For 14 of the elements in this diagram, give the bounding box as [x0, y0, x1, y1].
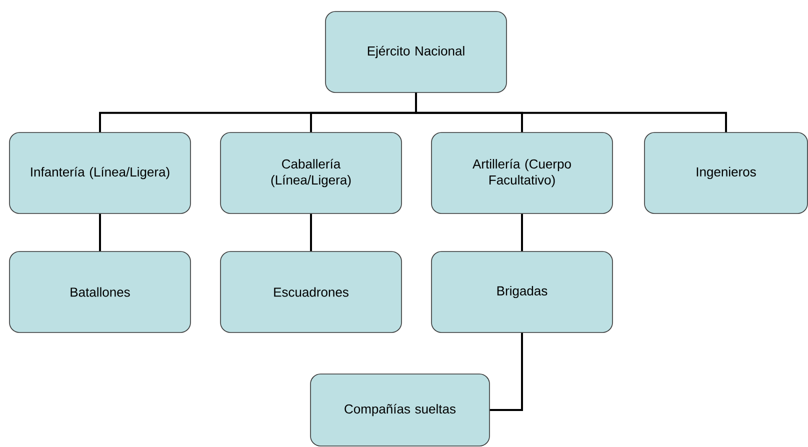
unit-box: Artillería (Cuerpo Facultativo) — [431, 132, 613, 214]
connector-line — [415, 92, 727, 132]
connector-line — [310, 214, 312, 252]
connector-line — [521, 214, 523, 252]
unit-box: Ejército Nacional — [325, 11, 507, 93]
unit-box: Compañías sueltas — [310, 374, 490, 446]
connector-line — [99, 214, 101, 252]
unit-box: Escuadrones — [220, 251, 402, 333]
unit-box: Infantería (Línea/Ligera) — [9, 132, 191, 214]
connector-line — [490, 332, 523, 411]
unit-box: Ingenieros — [644, 132, 808, 214]
unit-box: Batallones — [9, 251, 191, 333]
unit-box: Brigadas — [431, 251, 613, 333]
unit-box: Caballería (Línea/Ligera) — [220, 132, 402, 214]
